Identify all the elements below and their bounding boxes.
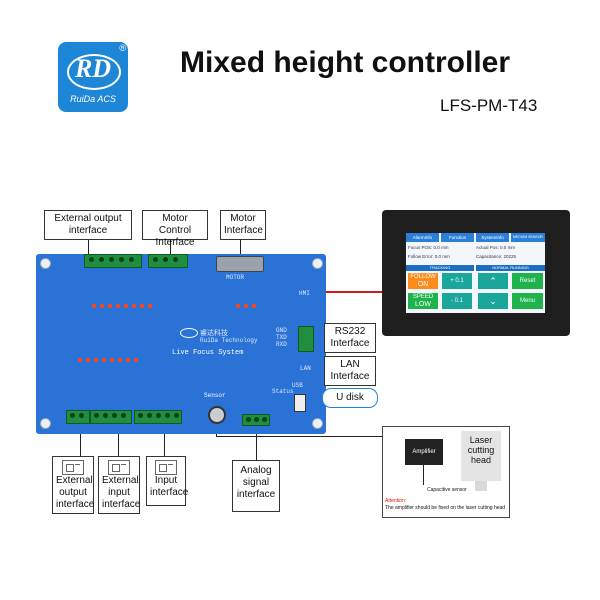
line-ext-input	[118, 428, 119, 456]
menu-button[interactable]: Menu	[512, 293, 543, 309]
sensor-diagram: Amplifier Laser cutting head Capacitive …	[382, 426, 510, 518]
label-udisk: U disk	[322, 388, 378, 408]
line-ext-output-bottom	[80, 428, 81, 456]
logo-name: RuiDa ACS	[70, 94, 116, 104]
board-brand-cn: 睿达科技	[200, 330, 228, 338]
label-motor: Motor Interface	[220, 210, 266, 240]
hmi-cable	[312, 291, 384, 293]
board-logo-icon	[180, 328, 198, 338]
tab-alarm-info[interactable]: AlarmInfo	[406, 233, 439, 242]
capacitance-row: Capacitance: 20225	[476, 254, 517, 259]
label-lan: LAN Interface	[324, 356, 376, 386]
controller-board: MOTOR HMI 睿达科技 RuiDa Technology Live Foc…	[36, 254, 326, 434]
nozzle	[475, 481, 487, 491]
rs232-pin-gnd: GND	[276, 327, 287, 334]
logo-ring	[67, 54, 121, 90]
sensor-connector[interactable]	[208, 406, 226, 424]
status-led-label: Status	[272, 388, 294, 395]
mount-hole	[312, 258, 323, 269]
terminal-ext-output-top[interactable]	[84, 254, 142, 268]
terminal-rs232[interactable]	[298, 326, 314, 352]
page-title: Mixed height controller	[180, 46, 511, 79]
motor-db15-port[interactable]	[216, 256, 264, 272]
logo-mark: RD	[74, 54, 112, 83]
mount-hole	[40, 258, 51, 269]
reset-button[interactable]: Reset	[512, 273, 543, 289]
interface-icon	[155, 460, 177, 475]
hmi-touch-screen: AlarmInfo Function SystemInfo MEDIUM SEN…	[382, 210, 570, 336]
interface-icon	[108, 460, 130, 475]
tab-medium-sensor[interactable]: MEDIUM SENSOR	[511, 233, 545, 242]
lcd-display: AlarmInfo Function SystemInfo MEDIUM SEN…	[406, 233, 545, 313]
section-tracking: TRACKING	[406, 265, 474, 271]
label-ext-output-bottom: External output interface	[52, 456, 94, 514]
rs232-pin-rxd: RXD	[276, 341, 287, 348]
line-input	[164, 428, 165, 456]
board-brand-en: RuiDa Technology	[200, 337, 258, 344]
down-arrow-button[interactable]: ⌄	[478, 293, 508, 309]
ruida-logo: ® RD RuiDa ACS	[58, 42, 128, 112]
follow-error-row: Follow Error: 0.0 mm	[408, 254, 450, 259]
up-arrow-button[interactable]: ⌃	[478, 273, 508, 289]
lan-port-label: LAN	[300, 365, 311, 372]
label-rs232: RS232 Interface	[324, 323, 376, 353]
plus-button[interactable]: + 0.1	[442, 273, 472, 289]
sensor-cable-h	[216, 436, 418, 437]
actual-pos-row: Actual Pos: 0.0 mm	[476, 245, 516, 250]
line-ext-output-top	[88, 238, 89, 256]
mount-hole	[312, 418, 323, 429]
usb-port[interactable]	[294, 394, 306, 412]
label-ext-output-top: External output interface	[44, 210, 132, 240]
line-motor-control	[170, 238, 171, 256]
registered-mark: ®	[119, 43, 126, 53]
usb-port-label: USB	[292, 382, 303, 389]
amplifier-lead	[423, 465, 424, 485]
terminal-ext-input[interactable]	[90, 410, 132, 424]
terminal-analog[interactable]	[242, 414, 270, 426]
terminal-ext-output-bottom[interactable]	[66, 410, 90, 424]
mount-hole	[40, 418, 51, 429]
board-system-name: Live Focus System	[172, 349, 244, 357]
sensor-port-label: Sensor	[204, 392, 226, 399]
minus-button[interactable]: - 0.1	[442, 293, 472, 309]
attention-title: Attention:	[385, 498, 407, 504]
motor-port-label: MOTOR	[226, 274, 245, 281]
section-normal-running: NORMAL RUNNING	[476, 265, 545, 271]
capacitive-sensor-label: Capacitive sensor	[427, 487, 467, 493]
terminal-motor-control[interactable]	[148, 254, 188, 268]
hmi-port-label: HMI	[299, 290, 310, 297]
focus-pos-row: Focus POS: 0.0 mm	[408, 245, 449, 250]
label-motor-control: Motor Control Interface	[142, 210, 208, 248]
amplifier: Amplifier	[405, 439, 443, 465]
tab-system-info[interactable]: SystemInfo	[476, 233, 509, 242]
label-input: Input interface	[146, 456, 188, 506]
rs232-pin-txd: TXD	[276, 334, 287, 341]
label-ext-input: External input interface	[98, 456, 140, 514]
model-number: LFS-PM-T43	[440, 96, 538, 115]
tab-function[interactable]: Function	[441, 233, 474, 242]
laser-cutting-head: Laser cutting head	[461, 431, 501, 481]
line-analog	[256, 428, 257, 460]
interface-icon	[62, 460, 84, 475]
attention-text: The amplifier should be fixed on the las…	[385, 505, 506, 511]
label-analog: Analog signal interface	[232, 460, 280, 512]
terminal-input[interactable]	[134, 410, 182, 424]
line-motor	[240, 238, 241, 256]
